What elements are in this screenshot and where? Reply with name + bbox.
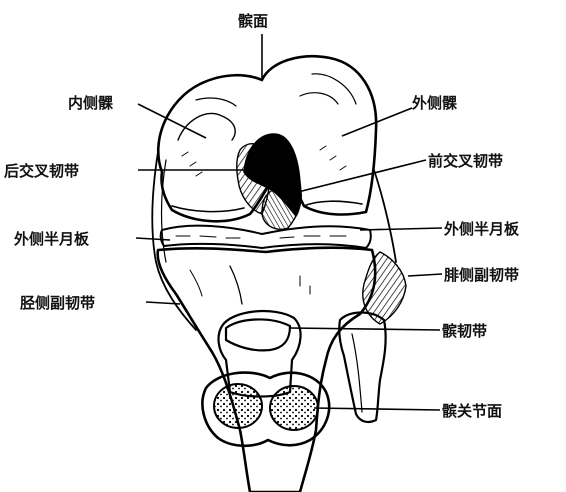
- label-anterior-cruciate-ligament: 前交叉韧带: [428, 152, 503, 170]
- label-medial-condyle: 内侧髁: [68, 94, 114, 112]
- label-patellar-articular-surface: 髌关节面: [442, 402, 502, 420]
- label-tibial-collateral-ligament: 胫侧副韧带: [20, 294, 95, 312]
- label-lateral-condyle: 外侧髁: [411, 94, 458, 112]
- label-posterior-cruciate-ligament: 后交叉韧带: [4, 162, 79, 180]
- patella: [202, 373, 329, 446]
- label-medial-meniscus: 外侧半月板: [13, 230, 90, 248]
- label-lateral-meniscus: 外侧半月板: [443, 220, 520, 238]
- tibia: [158, 248, 376, 492]
- patellar-facet-left: [214, 384, 262, 428]
- patellar-facet-right: [270, 386, 318, 430]
- label-patellar-ligament: 髌韧带: [442, 322, 487, 340]
- patellar-ligament-shape: [219, 311, 301, 396]
- menisci: [161, 226, 371, 248]
- label-patellar-surface: 髌面: [238, 12, 268, 30]
- fibular-collateral-ligament-shape: [363, 252, 406, 324]
- label-fibular-collateral-ligament: 腓侧副韧带: [444, 266, 519, 284]
